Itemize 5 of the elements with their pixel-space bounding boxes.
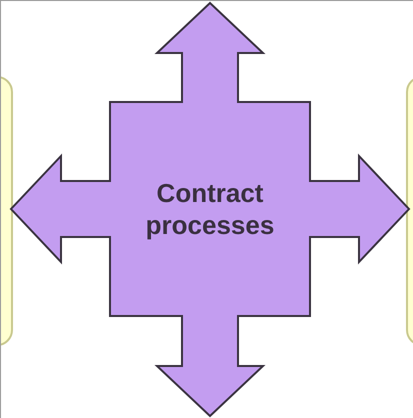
square-label: Contract processes — [144, 177, 276, 241]
arrow — [10, 153, 112, 265]
arrow — [154, 314, 266, 418]
arrow — [154, 2, 266, 104]
arrow — [308, 153, 410, 265]
